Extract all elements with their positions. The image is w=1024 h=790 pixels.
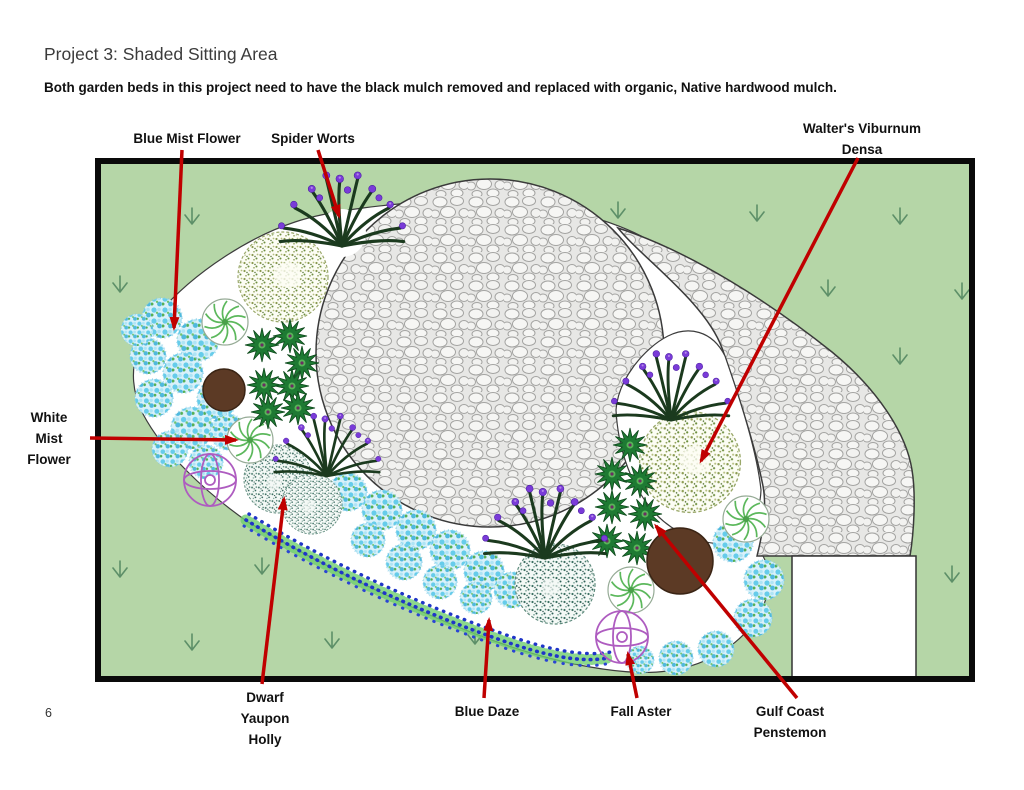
label-text: White [30,410,68,425]
label-text: Dwarf [246,690,284,705]
tree-trunk [202,368,246,412]
label-text: Yaupon [240,711,290,726]
label-text: Spider Worts [271,131,355,146]
walters-viburnum-arrow [699,157,860,464]
fall-aster-arrow [625,651,639,699]
white-mist-flower-pinwheel [722,495,770,543]
label-text: Gulf Coast [755,704,825,719]
diagram-border [95,158,975,682]
label-white-mist-flower: White Mist Flower [27,407,71,470]
label-text: Penstemon [753,725,827,740]
white-mist-arrow [89,434,239,445]
label-text: Walter's Viburnum [803,121,921,136]
white-mist-flower-pinwheel [607,566,655,614]
dwarf-yaupon-holly-shrub [281,473,343,535]
cobblestone-patio-wing [615,226,915,557]
label-gulf-coast-penstemon: Gulf Coast Penstemon [754,701,827,743]
label-blue-mist-flower: Blue Mist Flower [133,128,240,149]
label-fall-aster: Fall Aster [610,701,671,722]
walters-viburnum-shrub [638,410,742,514]
annotation-arrows [89,149,860,700]
instructions-text: Both garden beds in this project need to… [44,80,837,95]
white-mist-flower-pinwheel [201,298,249,346]
label-text: Densa [841,142,883,157]
page-title: Project 3: Shaded Sitting Area [44,44,278,64]
viburnum-shrub [237,231,329,323]
label-text: Fall Aster [610,704,672,719]
dwarf-yaupon-arrow [260,496,288,685]
label-spider-worts: Spider Worts [271,128,355,149]
label-text: Flower [27,452,71,467]
walkway [791,555,917,676]
label-text: Holly [248,732,282,747]
blue-daze-arrow [482,617,494,699]
label-text: Mist [35,431,63,446]
label-text: Blue Mist Flower [133,131,241,146]
blue-mist-arrow [169,149,184,331]
blue-daze-border [240,512,614,668]
label-blue-daze: Blue Daze [455,701,520,722]
spider-worts-arrow [316,149,341,219]
label-text: Blue Daze [454,704,520,719]
gulf-coast-arrow [654,523,799,700]
label-dwarf-yaupon-holly: Dwarf Yaupon Holly [241,687,290,750]
label-walters-viburnum: Walter's Viburnum Densa [803,118,921,160]
page-number: 6 [45,706,52,720]
